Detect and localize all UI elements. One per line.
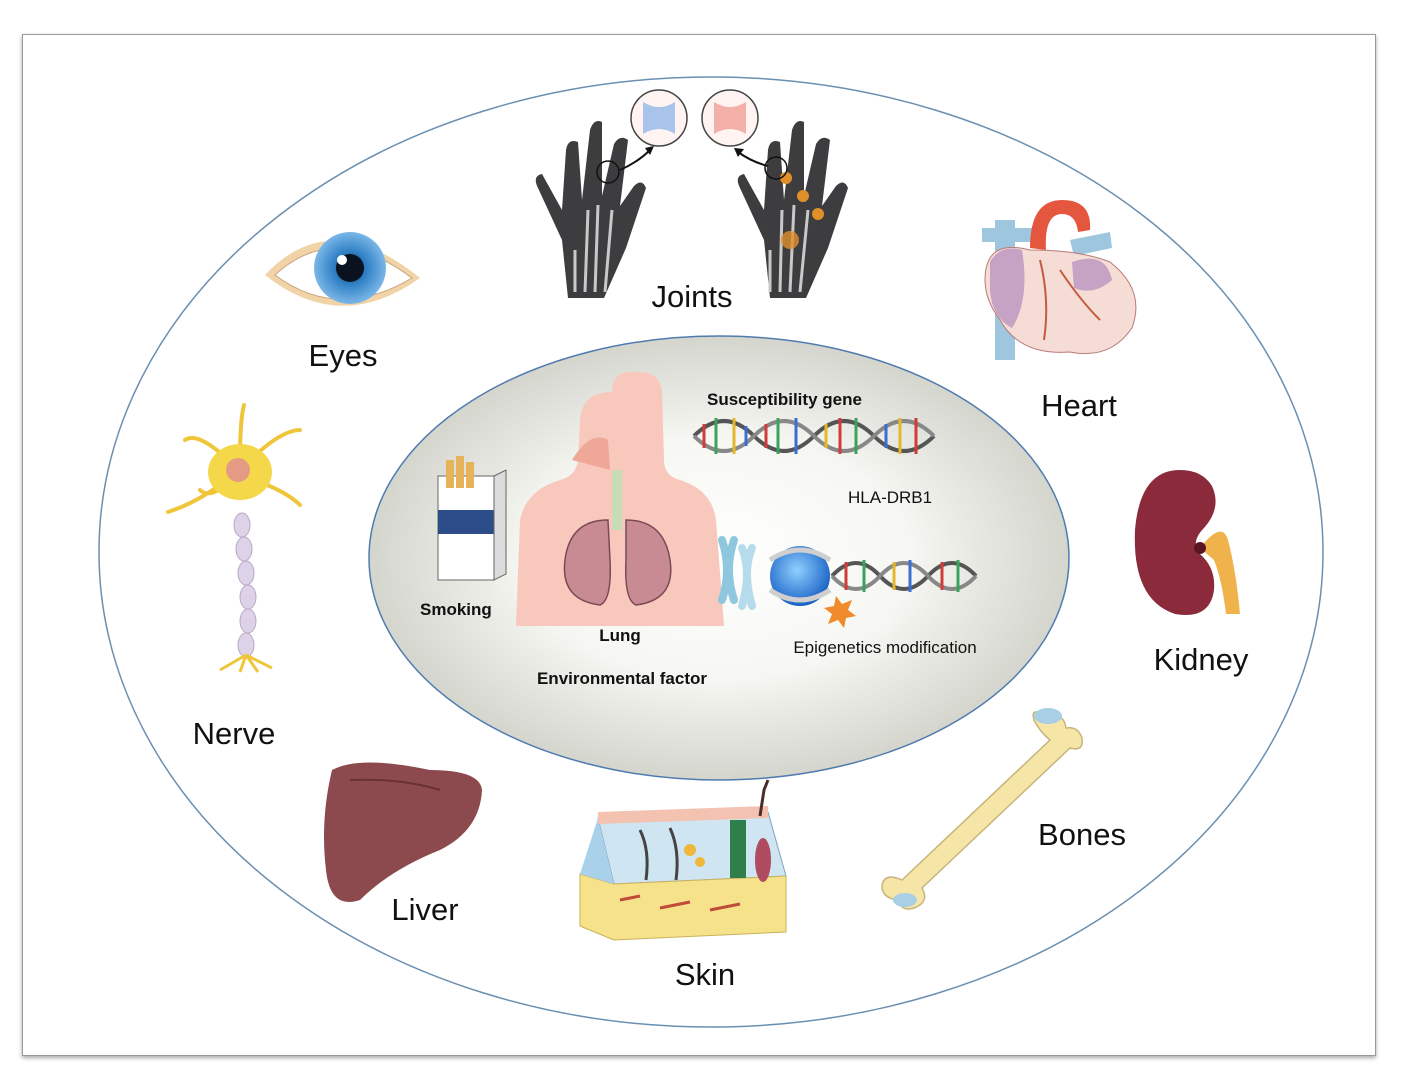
kidney-label: Kidney [1154,642,1249,677]
susceptibility-gene-label: Susceptibility gene [707,390,862,409]
kidney-icon [1134,470,1240,615]
eye-icon [265,232,420,306]
joints-label: Joints [652,279,733,314]
chromosome-icon [718,536,756,610]
heart-icon [982,200,1137,360]
bones-label: Bones [1038,817,1126,852]
liver-icon [324,762,482,902]
heart-label: Heart [1041,388,1117,423]
outer-ellipse [98,76,1324,1028]
lung-icon [516,372,724,626]
bone-icon [881,708,1083,910]
epigenetics-dna-icon [768,546,978,628]
lung-label: Lung [599,626,641,645]
hand-xray-icon [535,121,848,298]
liver-label: Liver [391,892,458,927]
dna-icon [692,418,936,454]
cigarette-pack-icon [437,456,507,581]
epigenetics-modification-label: Epigenetics modification [793,638,976,657]
nerve-label: Nerve [193,716,276,751]
neuron-icon [166,403,302,673]
skin-label: Skin [675,957,735,992]
joint-icon [619,89,769,171]
smoking-label: Smoking [420,600,492,619]
environmental-factor-label: Environmental factor [537,669,707,688]
eyes-label: Eyes [309,338,378,373]
inner-ellipse [368,335,1070,781]
hla-drb1-label: HLA-DRB1 [848,488,932,507]
skin-section-icon [579,779,787,941]
